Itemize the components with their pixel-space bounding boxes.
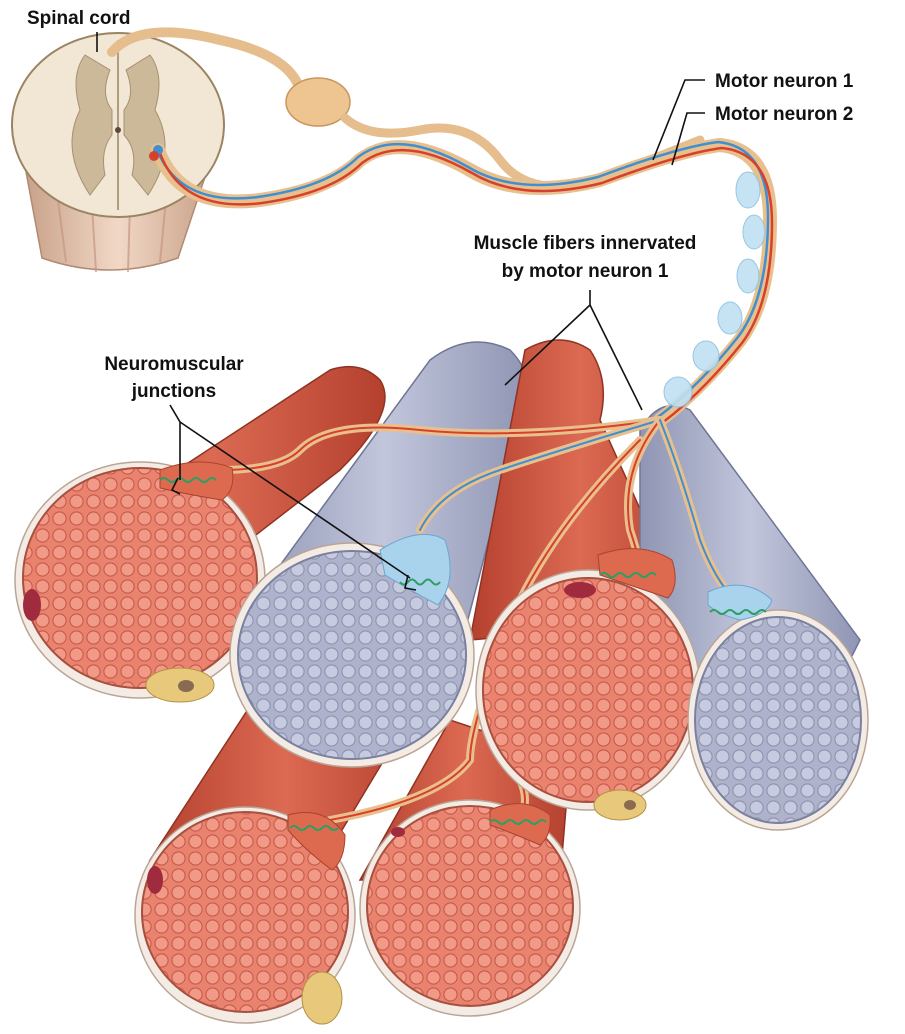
spinal-cord-illustration (12, 33, 224, 272)
label-motor-neuron-1: Motor neuron 1 (715, 71, 854, 92)
label-spinal-cord: Spinal cord (27, 8, 130, 29)
label-nmj-line1: Neuromuscular (104, 354, 244, 375)
label-motor-neuron-2: Motor neuron 2 (715, 104, 853, 125)
fiber-section-red-left (15, 462, 265, 702)
motor-neuron-cell-body (286, 78, 350, 126)
label-nmj-line2: junctions (131, 381, 216, 402)
label-muscle-fibers-line2: by motor neuron 1 (502, 261, 669, 282)
fiber-section-gray-right (688, 610, 868, 830)
label-muscle-fibers-line1: Muscle fibers innervated (474, 233, 697, 254)
